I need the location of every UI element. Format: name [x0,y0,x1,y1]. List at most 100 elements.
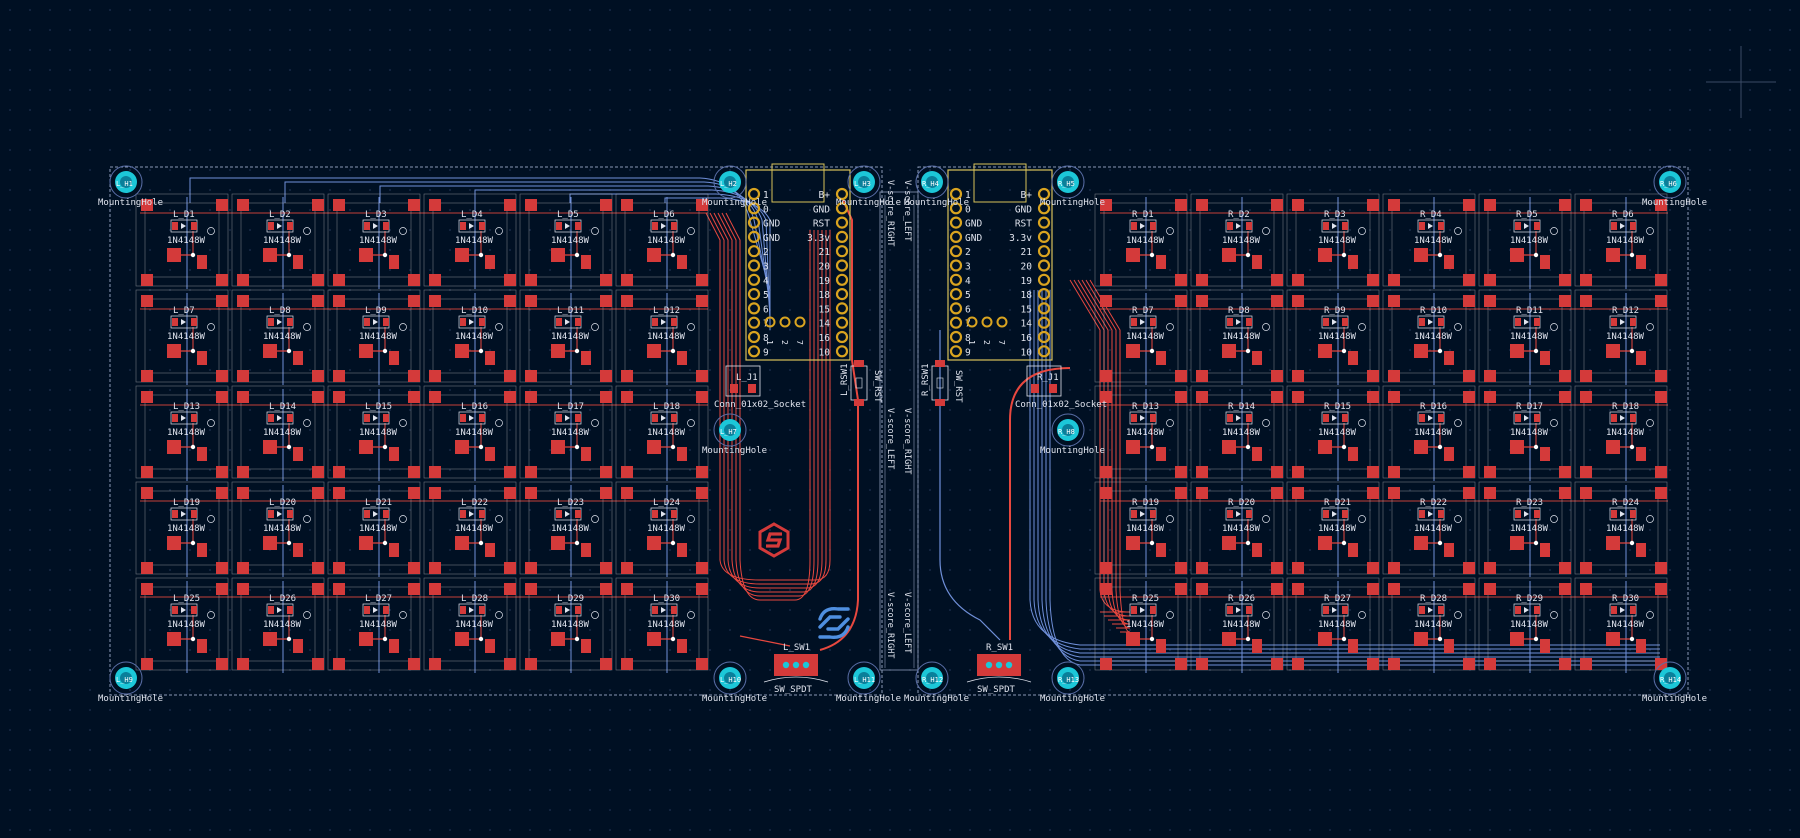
switch-outline [231,289,325,383]
via [1437,636,1443,642]
diode-value-label: 1N4148W [1510,524,1549,534]
diode-pad [460,510,466,518]
routing-trace [474,189,771,315]
switch-pad [141,466,153,478]
switch-courtyard [1487,586,1563,662]
switch-pad [1292,583,1304,595]
switch-pad [1292,274,1304,286]
mcu-left-pin-label: 0 [763,204,769,215]
switch-outline [615,577,709,671]
via [1629,540,1635,546]
switch-courtyard [528,586,604,662]
switch-pin-pad [389,543,399,557]
switch-pin-pad [1252,351,1262,365]
switch-pin-pad [1156,447,1166,461]
switch-outline [135,289,229,383]
switch-pin-pad [455,632,469,646]
diode-pad [383,510,389,518]
switch-pad [1292,487,1304,499]
mounting-hole-label: MountingHole [1040,198,1105,208]
routing-trace [1033,290,1660,650]
diode-symbol [1620,607,1625,613]
diode-pad [652,414,658,422]
diode-symbol [469,607,474,613]
switch-courtyard [624,202,700,278]
switch-pad [312,658,324,670]
switch-pad [1580,274,1592,286]
connector-body [1026,365,1062,397]
via [1245,636,1251,642]
switch-outline [1382,193,1476,287]
switch-pin-pad [1222,440,1236,454]
switch-outline [1190,289,1284,383]
diode-value-label: 1N4148W [1606,428,1645,438]
switch-outline [135,481,229,575]
switch-pad [1292,295,1304,307]
mcu-pin-pad [1037,230,1051,243]
diode-pad [1342,510,1348,518]
mcu-pin-pad [1037,245,1051,258]
diode-pad [191,414,197,422]
switch-outline [1382,289,1476,383]
mcu-left-pin-label: 8 [965,333,971,344]
switch-pad [525,274,537,286]
diode-ref-label: L_D1 [173,210,195,220]
mcu-pin-pad [949,345,963,358]
diode-symbol [1332,607,1337,613]
switch-pad [216,583,228,595]
switch-pad [408,583,420,595]
diode-pad [671,606,677,614]
switch-courtyard [336,298,412,374]
switch-pin-pad [581,543,591,557]
diode-ref-label: R_D25 [1132,594,1159,604]
switch-pad [1367,274,1379,286]
diode-value-label: 1N4148W [1510,236,1549,246]
switch-pin-pad [1636,255,1646,269]
mounting-dot [303,515,311,523]
routing-trace [569,193,771,323]
switch-pad [1367,391,1379,403]
switch-pin-pad [1414,344,1428,358]
mcu-pin-pad [1037,330,1051,344]
diode-value-label: 1N4148W [359,236,398,246]
diode-pad [1630,318,1636,326]
diode-value-label: 1N4148W [1510,332,1549,342]
reset-switch-button [855,377,863,389]
switch-pad [1580,295,1592,307]
via [286,252,292,258]
mcu-pin-pad [949,230,963,243]
diode-symbol [1524,511,1529,517]
switch-pad [1559,658,1571,670]
mounting-dot [687,323,695,331]
switch-courtyard [144,298,220,374]
via [1341,252,1347,258]
switch-pad [504,466,516,478]
diode-pad [364,510,370,518]
switch-pad [1196,562,1208,574]
vscore-label: V-score_RIGHT [885,180,895,247]
switch-pad [621,658,633,670]
switch-pad [1271,370,1283,382]
switch-pad [1196,370,1208,382]
mounting-dot [207,611,215,619]
diode-symbol [1524,223,1529,229]
diode-ref-label: R_D5 [1516,210,1538,220]
mcu-left-pin-label: 1 [965,190,971,201]
routing-trace [1081,279,1131,625]
switch-pad [141,658,153,670]
switch-pad [408,487,420,499]
switch-pad [621,199,633,211]
via [1629,252,1635,258]
mounting-dot [1454,227,1462,235]
routing-trace [1049,290,1660,666]
